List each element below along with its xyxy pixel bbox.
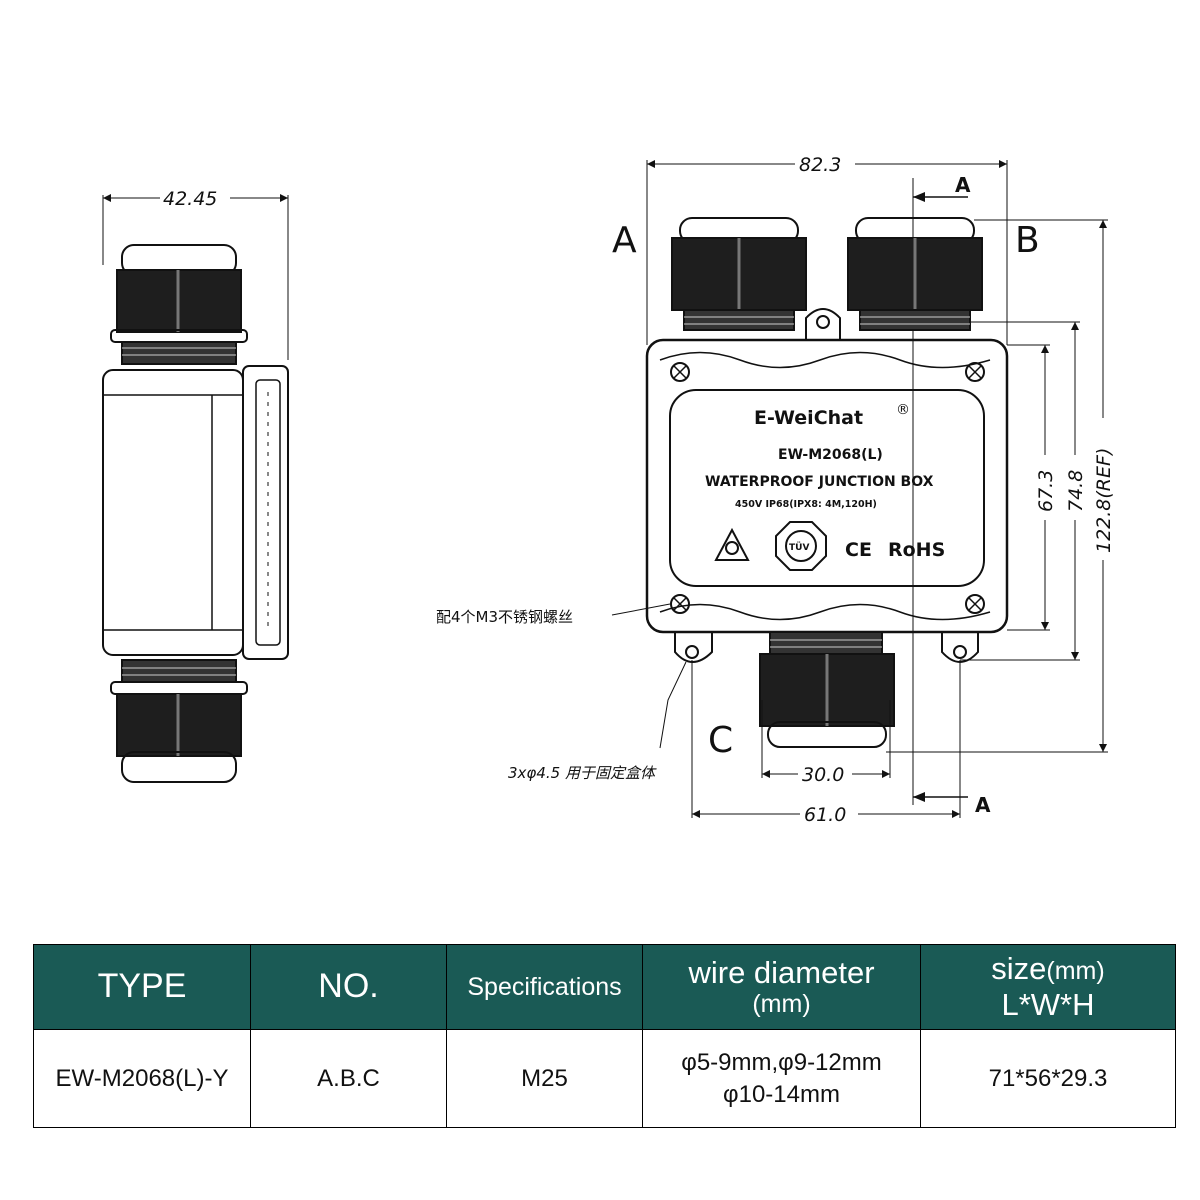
ce-mark: CE [845, 539, 872, 561]
mount-hole-note: 3xφ4.5 用于固定盒体 [508, 764, 657, 782]
cell-wire-diameter: φ5-9mm,φ9-12mm φ10-14mm [642, 1029, 921, 1128]
cell-specifications: M25 [446, 1029, 643, 1128]
tuv-mark-text: TÜV [789, 542, 809, 553]
port-label-c: C [708, 720, 733, 761]
header-specifications: Specifications [446, 944, 643, 1030]
model-number: EW-M2068(L) [778, 447, 883, 463]
rating-text: 450V IP68(IPX8: 4M,120H) [735, 499, 877, 510]
header-wire-diameter: wire diameter (mm) [642, 944, 921, 1030]
cell-size: 71*56*29.3 [920, 1029, 1176, 1128]
spec-table: TYPE NO. Specifications wire diameter (m… [33, 944, 1176, 1128]
port-label-b: B [1015, 220, 1040, 261]
section-mark-bottom: A [975, 793, 991, 817]
rcm-mark-icon [714, 527, 750, 561]
cell-type: EW-M2068(L)-Y [33, 1029, 251, 1128]
rohs-mark: RoHS [888, 539, 945, 561]
dim-122-8-ref: 122.8(REF) [1093, 448, 1115, 553]
registered-mark: ® [896, 402, 910, 418]
front-view [611, 160, 1108, 818]
screw-note: 配4个M3不锈钢螺丝 [436, 608, 573, 626]
brand-name: E-WeiChat [754, 407, 863, 429]
side-width-dim: 42.45 [163, 188, 217, 210]
front-width-dim: 82.3 [799, 154, 841, 176]
dim-67-3: 67.3 [1035, 470, 1057, 512]
product-name: WATERPROOF JUNCTION BOX [705, 474, 934, 490]
header-type: TYPE [33, 944, 251, 1030]
side-view [102, 194, 289, 783]
tuv-mark-icon [775, 521, 827, 571]
port-label-a: A [612, 220, 637, 261]
table-header-row: TYPE NO. Specifications wire diameter (m… [33, 944, 1176, 1030]
cell-no: A.B.C [250, 1029, 447, 1128]
section-mark-top: A [955, 173, 971, 197]
dim-74-8: 74.8 [1065, 470, 1087, 512]
technical-drawing: 42.45 [102, 154, 1115, 826]
dim-30-0: 30.0 [802, 764, 844, 786]
dim-61-0: 61.0 [804, 804, 846, 826]
header-no: NO. [250, 944, 447, 1030]
header-size: size(mm) L*W*H [920, 944, 1176, 1030]
table-row: EW-M2068(L)-Y A.B.C M25 φ5-9mm,φ9-12mm φ… [33, 1029, 1176, 1128]
